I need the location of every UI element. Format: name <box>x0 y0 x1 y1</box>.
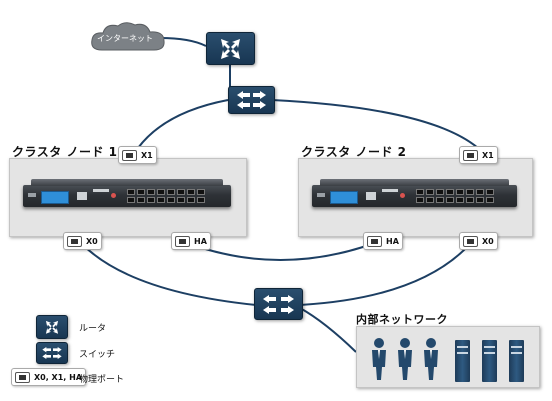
link-node1-x0-switch <box>81 243 257 306</box>
ethernet-ports <box>127 189 205 203</box>
user-icon <box>424 338 438 380</box>
user-icon <box>398 338 412 380</box>
legend-router-icon <box>36 315 68 339</box>
router-device <box>206 32 255 65</box>
lcd-display <box>330 191 358 204</box>
node1-port-x1: X1 <box>118 146 157 164</box>
link-ha <box>189 243 373 261</box>
legend-port-sample: X0, X1, HA <box>11 368 87 386</box>
server-icon <box>509 340 524 382</box>
internet-cloud-icon <box>91 22 165 51</box>
internal-switch <box>254 288 303 320</box>
node2-port-x1: X1 <box>459 146 498 164</box>
firewall-appliance-2 <box>312 179 517 207</box>
internal-network-title: 内部ネットワーク <box>356 313 448 326</box>
ethernet-port-icon <box>463 149 478 161</box>
ethernet-port-icon <box>15 371 30 383</box>
ethernet-port-icon <box>175 235 190 247</box>
ethernet-ports <box>416 189 494 203</box>
ethernet-port-icon <box>463 235 478 247</box>
node2-port-ha: HA <box>363 232 403 250</box>
internet-label: インターネット <box>97 34 153 43</box>
node1-port-ha: HA <box>171 232 211 250</box>
server-icon <box>455 340 470 382</box>
legend-switch-icon <box>36 342 68 364</box>
link-switch-node2-x1 <box>271 99 479 149</box>
internal-network-panel <box>356 326 540 388</box>
core-switch-top <box>228 86 275 114</box>
switch-icon <box>263 295 294 314</box>
link-node2-x0-switch <box>299 243 471 306</box>
ethernet-port-icon <box>67 235 82 247</box>
server-icon <box>482 340 497 382</box>
link-internet-router <box>159 37 207 47</box>
lcd-display <box>41 191 69 204</box>
link-switch-node1-x1 <box>137 99 229 149</box>
legend-router-label: ルータ <box>79 324 107 334</box>
switch-icon <box>237 91 266 109</box>
link-switch-internal <box>299 307 357 353</box>
cluster-node-1-title: クラスタ ノード 1 <box>12 145 118 159</box>
legend-switch-label: スイッチ <box>79 350 116 360</box>
ethernet-port-icon <box>367 235 382 247</box>
legend-port-label: 物理ポート <box>79 375 125 385</box>
cluster-node-1-panel <box>9 158 247 237</box>
cluster-node-2-title: クラスタ ノード 2 <box>301 145 407 159</box>
node2-port-x0: X0 <box>459 232 498 250</box>
user-icon <box>372 338 386 380</box>
cluster-node-2-panel <box>298 158 533 237</box>
router-icon <box>221 39 240 59</box>
ethernet-port-icon <box>122 149 137 161</box>
node1-port-x0: X0 <box>63 232 102 250</box>
firewall-appliance-1 <box>23 179 231 207</box>
